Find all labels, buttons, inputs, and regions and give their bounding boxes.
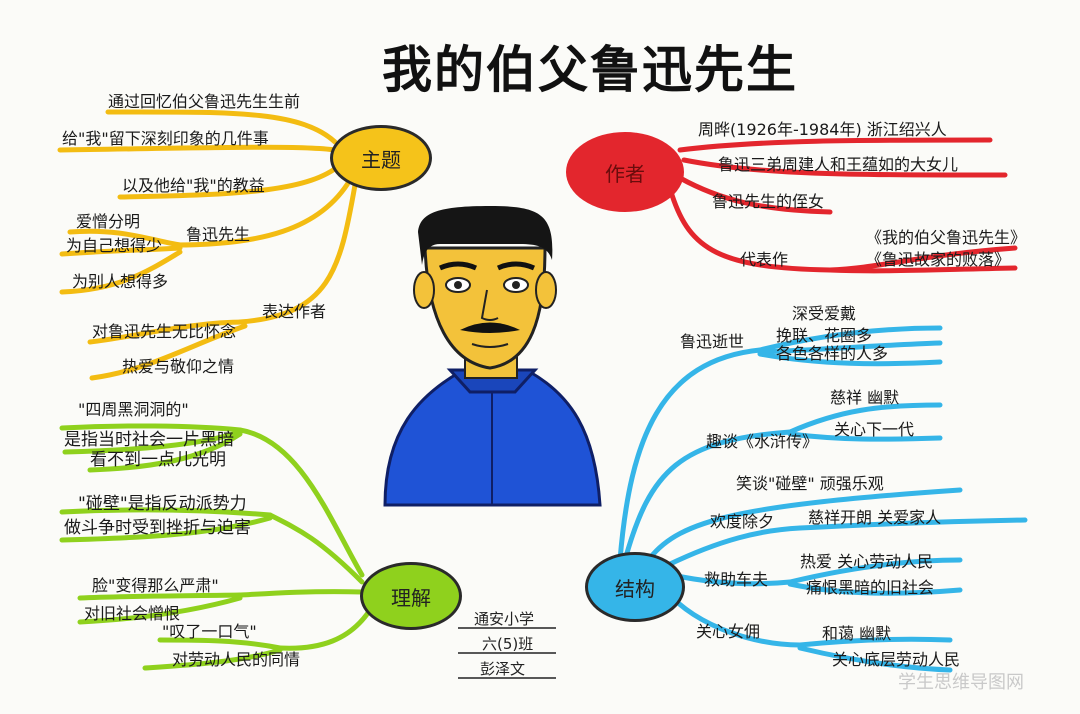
structure-label-13: 痛恨黑暗的旧社会 xyxy=(806,578,935,597)
node-author: 作者 xyxy=(566,132,684,212)
structure-label-16: 关心底层劳动人民 xyxy=(832,650,961,669)
page-title: 我的伯父鲁迅先生 xyxy=(382,41,798,99)
structure-label-7: 关心下一代 xyxy=(834,420,915,439)
understand-label-3: 看不到一点儿光明 xyxy=(90,450,226,470)
watermark: 学生思维导图网 xyxy=(898,672,1024,693)
structure-label-1: 鲁迅逝世 xyxy=(680,332,745,351)
structure-label-2: 深受爱戴 xyxy=(792,304,857,323)
theme-label-8: 表达作者 xyxy=(262,302,327,321)
theme-label-3: 以及他给"我"的教益 xyxy=(122,176,265,195)
theme-label-4: 鲁迅先生 xyxy=(186,225,251,244)
theme-label-2: 给"我"留下深刻印象的几件事 xyxy=(62,129,269,148)
structure-label-5: 趣谈《水浒传》 xyxy=(706,432,819,451)
theme-label-1: 通过回忆伯父鲁迅先生生前 xyxy=(108,92,301,111)
understand-label-6: 脸"变得那么严肃" xyxy=(92,576,219,595)
signature-name: 彭泽文 xyxy=(480,660,526,678)
understand-label-5: 做斗争时受到挫折与迫害 xyxy=(64,518,251,538)
theme-label-6: 为自己想得少 xyxy=(66,236,163,255)
author-label-1: 周晔(1926年-1984年) 浙江绍兴人 xyxy=(698,120,947,139)
understand-label-1: "四周黑洞洞的" xyxy=(78,400,189,419)
author-branches xyxy=(669,137,1018,274)
structure-label-4: 各色各样的人多 xyxy=(776,344,889,363)
theme-label-10: 热爱与敬仰之情 xyxy=(122,357,235,376)
understand-branches xyxy=(59,423,373,671)
structure-label-10: 慈祥开朗 关爱家人 xyxy=(808,508,942,527)
signature-lines xyxy=(458,627,556,679)
theme-branches xyxy=(57,109,358,381)
author-label-4: 代表作 xyxy=(740,250,789,269)
structure-label-14: 关心女佣 xyxy=(696,622,761,641)
understand-label-4: "碰壁"是指反动派势力 xyxy=(78,494,247,514)
signature-school: 通安小学 xyxy=(474,610,535,628)
understand-label-2: 是指当时社会一片黑暗 xyxy=(64,430,234,450)
portrait-lu-xun-icon xyxy=(383,206,602,507)
structure-label-12: 热爱 关心劳动人民 xyxy=(800,552,934,571)
structure-branches xyxy=(617,325,1028,673)
node-theme: 主题 xyxy=(330,125,432,191)
theme-label-9: 对鲁迅先生无比怀念 xyxy=(92,322,237,341)
understand-label-9: 对劳动人民的同情 xyxy=(172,650,301,669)
node-understand: 理解 xyxy=(360,562,462,630)
author-label-3: 鲁迅先生的侄女 xyxy=(712,192,825,211)
author-label-2: 鲁迅三弟周建人和王蕴如的大女儿 xyxy=(718,155,959,174)
node-structure: 结构 xyxy=(585,552,685,622)
theme-label-5: 爱憎分明 xyxy=(76,212,141,231)
understand-label-8: "叹了一口气" xyxy=(162,622,257,641)
structure-label-9: 欢度除夕 xyxy=(710,512,775,531)
theme-label-7: 为别人想得多 xyxy=(72,272,169,291)
structure-label-11: 救助车夫 xyxy=(704,570,769,589)
signature-class: 六(5)班 xyxy=(482,635,534,653)
author-label-5: 《我的伯父鲁迅先生》 xyxy=(866,228,1027,247)
understand-label-7: 对旧社会憎恨 xyxy=(84,604,181,623)
author-label-6: 《鲁迅故家的败落》 xyxy=(866,250,1011,269)
structure-label-6: 慈祥 幽默 xyxy=(830,388,900,407)
structure-label-15: 和蔼 幽默 xyxy=(822,624,892,643)
structure-label-3: 挽联、花圈多 xyxy=(776,326,873,345)
structure-label-8: 笑谈"碰壁" 顽强乐观 xyxy=(736,474,884,493)
